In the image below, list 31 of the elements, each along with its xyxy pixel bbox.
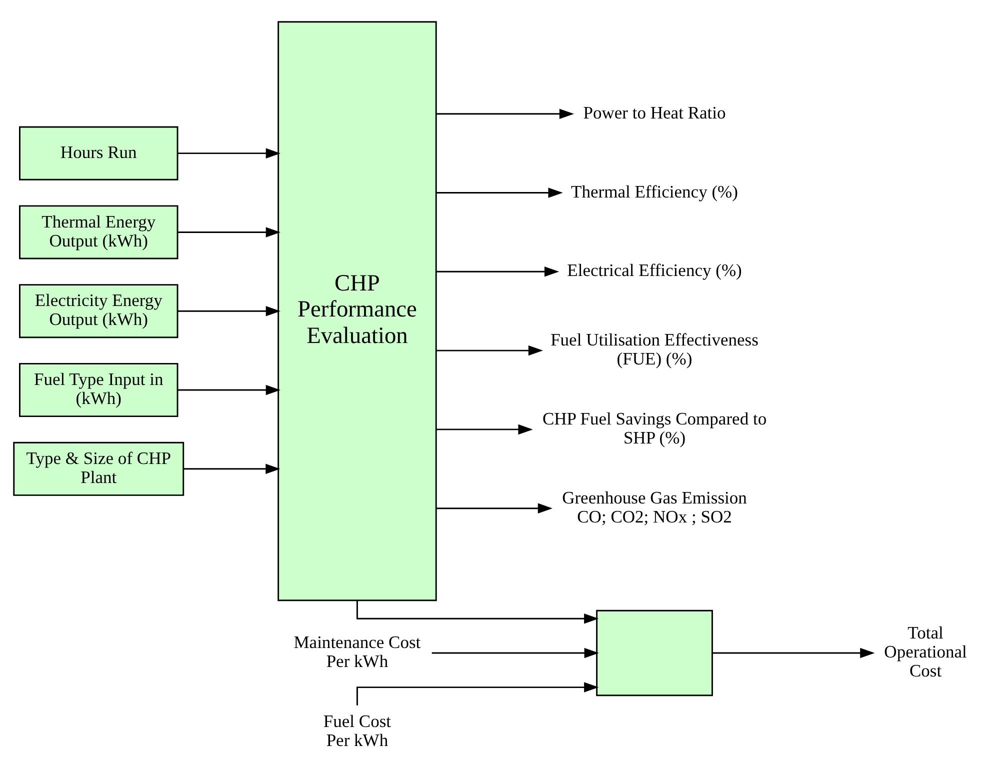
node-box: Fuel Type Input in (kWh) [19, 362, 178, 418]
node-box [596, 610, 713, 696]
arrow [178, 306, 280, 316]
arrow [712, 648, 875, 658]
arrow [356, 600, 599, 624]
arrow [356, 682, 599, 706]
arrow [184, 464, 280, 474]
node-text: Electrical Efficiency (%) [567, 260, 742, 280]
node-text: Fuel Cost Per kWh [323, 710, 392, 750]
arrow [436, 345, 544, 356]
node-text: Fuel Utilisation Effectiveness (FUE) (%) [550, 330, 758, 369]
arrow [436, 266, 560, 277]
node-box: CHP Performance Evaluation [278, 21, 437, 602]
node-box: Thermal Energy Output (kWh) [19, 205, 178, 260]
node-box: Hours Run [19, 126, 178, 180]
node-text: Thermal Efficiency (%) [571, 181, 738, 202]
node-text: CHP Fuel Savings Compared to SHP (%) [542, 408, 767, 448]
arrow [178, 384, 280, 396]
node-box: Electricity Energy Output (kWh) [19, 284, 178, 338]
arrow [436, 424, 533, 435]
arrow [436, 108, 574, 119]
arrow [178, 227, 280, 238]
arrow [436, 188, 563, 198]
node-text: Total Operational Cost [884, 622, 967, 680]
node-box: Type & Size of CHP Plant [13, 442, 184, 496]
arrow [432, 648, 599, 658]
node-text: Power to Heat Ratio [583, 102, 726, 122]
arrow [178, 148, 280, 158]
node-text: Greenhouse Gas Emission CO; CO2; NOx ; SO2 [562, 487, 747, 526]
node-text: Maintenance Cost Per kWh [294, 632, 421, 671]
arrow [436, 503, 552, 514]
